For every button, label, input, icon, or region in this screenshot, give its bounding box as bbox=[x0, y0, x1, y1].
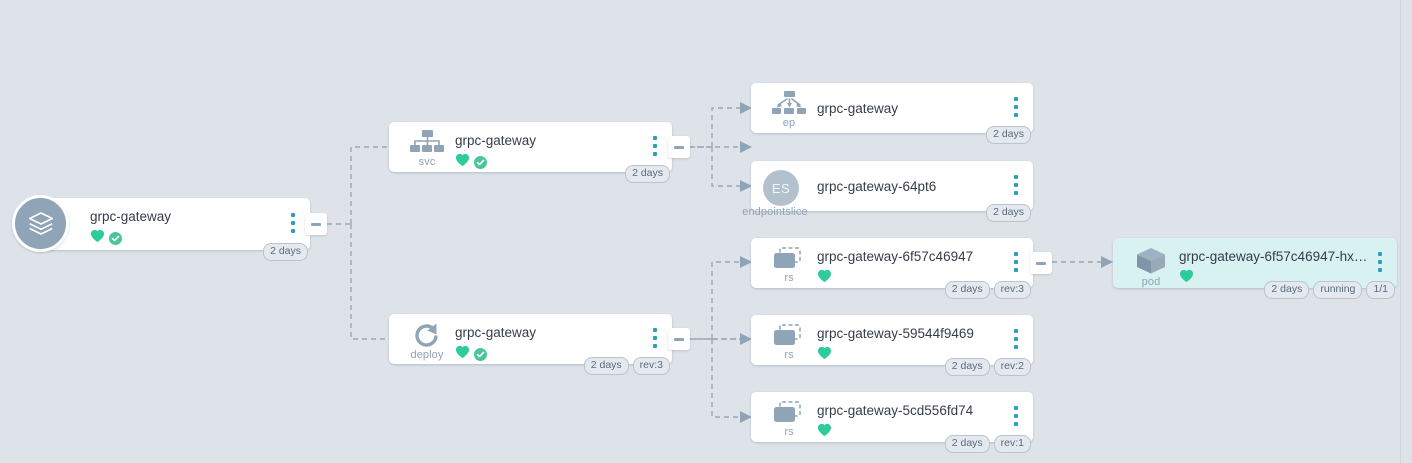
node-pod[interactable]: pod grpc-gateway-6f57c46947-hx… 2 days r… bbox=[1113, 238, 1397, 299]
check-circle-icon bbox=[109, 232, 122, 245]
check-circle-icon bbox=[474, 348, 487, 361]
node-badges: 2 days bbox=[263, 243, 308, 261]
node-icon-wrap: deploy bbox=[403, 322, 451, 361]
replicaset-stack-icon bbox=[774, 401, 801, 422]
badge-phase: running bbox=[1313, 281, 1363, 299]
node-badges: 2 days rev:1 bbox=[944, 435, 1031, 453]
check-circle-icon bbox=[474, 156, 487, 169]
node-title: grpc-gateway bbox=[817, 101, 899, 116]
node-deployment[interactable]: deploy grpc-gateway 2 days rev:3 bbox=[389, 314, 672, 375]
node-application-root[interactable]: grpc-gateway 2 days bbox=[38, 198, 310, 261]
es-avatar-text: ES bbox=[771, 180, 791, 196]
node-context-menu-button[interactable] bbox=[286, 213, 300, 235]
badge-age: 2 days bbox=[944, 358, 990, 376]
node-context-menu-button[interactable] bbox=[1009, 329, 1023, 351]
badge-revision: rev:3 bbox=[993, 281, 1031, 299]
heart-icon bbox=[455, 153, 470, 172]
heart-icon bbox=[817, 423, 832, 442]
badge-revision: rev:1 bbox=[993, 435, 1031, 453]
canvas-right-divider bbox=[1400, 0, 1401, 463]
node-context-menu-button[interactable] bbox=[1009, 97, 1023, 119]
node-title: grpc-gateway bbox=[90, 209, 172, 224]
es-avatar-icon: ES bbox=[763, 170, 799, 206]
node-replicaset-rev1[interactable]: rs grpc-gateway-5cd556fd74 2 days rev:1 bbox=[751, 392, 1033, 453]
node-title: grpc-gateway-59544f9469 bbox=[817, 326, 974, 341]
node-endpoints[interactable]: ep grpc-gateway 2 days bbox=[751, 83, 1033, 144]
node-status-icons bbox=[455, 345, 487, 364]
node-kind-label: svc bbox=[418, 156, 436, 168]
node-title: grpc-gateway-6f57c46947 bbox=[817, 249, 974, 264]
badge-revision: rev:3 bbox=[632, 357, 670, 375]
deployment-rotate-icon bbox=[415, 323, 438, 347]
node-icon-wrap: rs bbox=[765, 323, 813, 361]
node-badges: 2 days bbox=[986, 126, 1031, 144]
node-badges: 2 days rev:3 bbox=[944, 281, 1031, 299]
badge-age: 2 days bbox=[583, 357, 629, 375]
badge-revision: rev:2 bbox=[993, 358, 1031, 376]
collapse-toggle-deploy[interactable] bbox=[668, 328, 690, 350]
node-kind-label: ep bbox=[782, 117, 796, 129]
node-endpointslice[interactable]: ES endpointslice grpc-gateway-64pt6 2 da… bbox=[742, 161, 1033, 222]
badge-ready: 1/1 bbox=[1366, 281, 1395, 299]
collapse-toggle-rs[interactable] bbox=[1030, 252, 1052, 274]
badge-age: 2 days bbox=[1264, 281, 1310, 299]
node-status-icons bbox=[455, 153, 487, 172]
application-avatar bbox=[12, 195, 69, 252]
heart-icon bbox=[817, 346, 832, 365]
node-kind-label: pod bbox=[1141, 276, 1161, 288]
node-kind-label: rs bbox=[784, 272, 794, 284]
node-status-icons bbox=[817, 423, 832, 442]
node-badges: 2 days bbox=[986, 204, 1031, 222]
node-title: grpc-gateway-5cd556fd74 bbox=[817, 403, 974, 418]
heart-icon bbox=[90, 229, 105, 248]
heart-icon bbox=[817, 269, 832, 288]
badge-age: 2 days bbox=[944, 435, 990, 453]
node-status-icons bbox=[817, 269, 832, 288]
node-context-menu-button[interactable] bbox=[1373, 252, 1387, 274]
node-icon-wrap: ep bbox=[765, 91, 813, 129]
node-icon-wrap: pod bbox=[1127, 246, 1175, 288]
node-title: grpc-gateway-6f57c46947-hx… bbox=[1179, 249, 1368, 264]
node-kind-label: endpointslice bbox=[742, 206, 808, 218]
node-badges: 2 days rev:2 bbox=[944, 358, 1031, 376]
node-context-menu-button[interactable] bbox=[1009, 406, 1023, 428]
node-title: grpc-gateway bbox=[455, 325, 537, 340]
collapse-toggle-svc[interactable] bbox=[668, 136, 690, 158]
node-icon-wrap: svc bbox=[403, 130, 451, 168]
node-context-menu-button[interactable] bbox=[1009, 252, 1023, 274]
node-title: grpc-gateway-64pt6 bbox=[817, 179, 937, 194]
badge-age: 2 days bbox=[625, 165, 670, 183]
collapse-toggle-root[interactable] bbox=[305, 213, 327, 235]
node-replicaset-rev2[interactable]: rs grpc-gateway-59544f9469 2 days rev:2 bbox=[751, 315, 1033, 376]
node-icon-wrap: rs bbox=[765, 246, 813, 284]
badge-age: 2 days bbox=[986, 126, 1031, 144]
pod-cube-icon bbox=[1137, 248, 1165, 274]
badge-age: 2 days bbox=[986, 204, 1031, 222]
badge-age: 2 days bbox=[263, 243, 308, 261]
node-status-icons bbox=[817, 346, 832, 365]
node-kind-label: rs bbox=[784, 426, 794, 438]
node-context-menu-button[interactable] bbox=[648, 136, 662, 158]
heart-icon bbox=[455, 345, 470, 364]
endpoints-fanout-icon bbox=[772, 91, 806, 114]
badge-age: 2 days bbox=[944, 281, 990, 299]
node-kind-label: rs bbox=[784, 349, 794, 361]
node-badges: 2 days running 1/1 bbox=[1264, 281, 1395, 299]
node-context-menu-button[interactable] bbox=[1009, 175, 1023, 197]
node-title: grpc-gateway bbox=[455, 133, 537, 148]
node-context-menu-button[interactable] bbox=[648, 328, 662, 350]
node-status-icons bbox=[1179, 269, 1194, 288]
node-icon-wrap: rs bbox=[765, 400, 813, 438]
service-hierarchy-icon bbox=[410, 130, 444, 152]
node-status-icons bbox=[90, 229, 122, 248]
replicaset-stack-icon bbox=[774, 247, 801, 268]
node-badges: 2 days rev:3 bbox=[583, 357, 670, 375]
replicaset-stack-icon bbox=[774, 324, 801, 345]
node-kind-label: deploy bbox=[410, 349, 444, 361]
layers-stack-icon bbox=[28, 211, 53, 235]
node-replicaset-rev3[interactable]: rs grpc-gateway-6f57c46947 2 days rev:3 bbox=[751, 238, 1033, 299]
node-service[interactable]: svc grpc-gateway 2 days bbox=[389, 122, 672, 183]
node-badges: 2 days bbox=[625, 165, 670, 183]
heart-icon bbox=[1179, 269, 1194, 288]
